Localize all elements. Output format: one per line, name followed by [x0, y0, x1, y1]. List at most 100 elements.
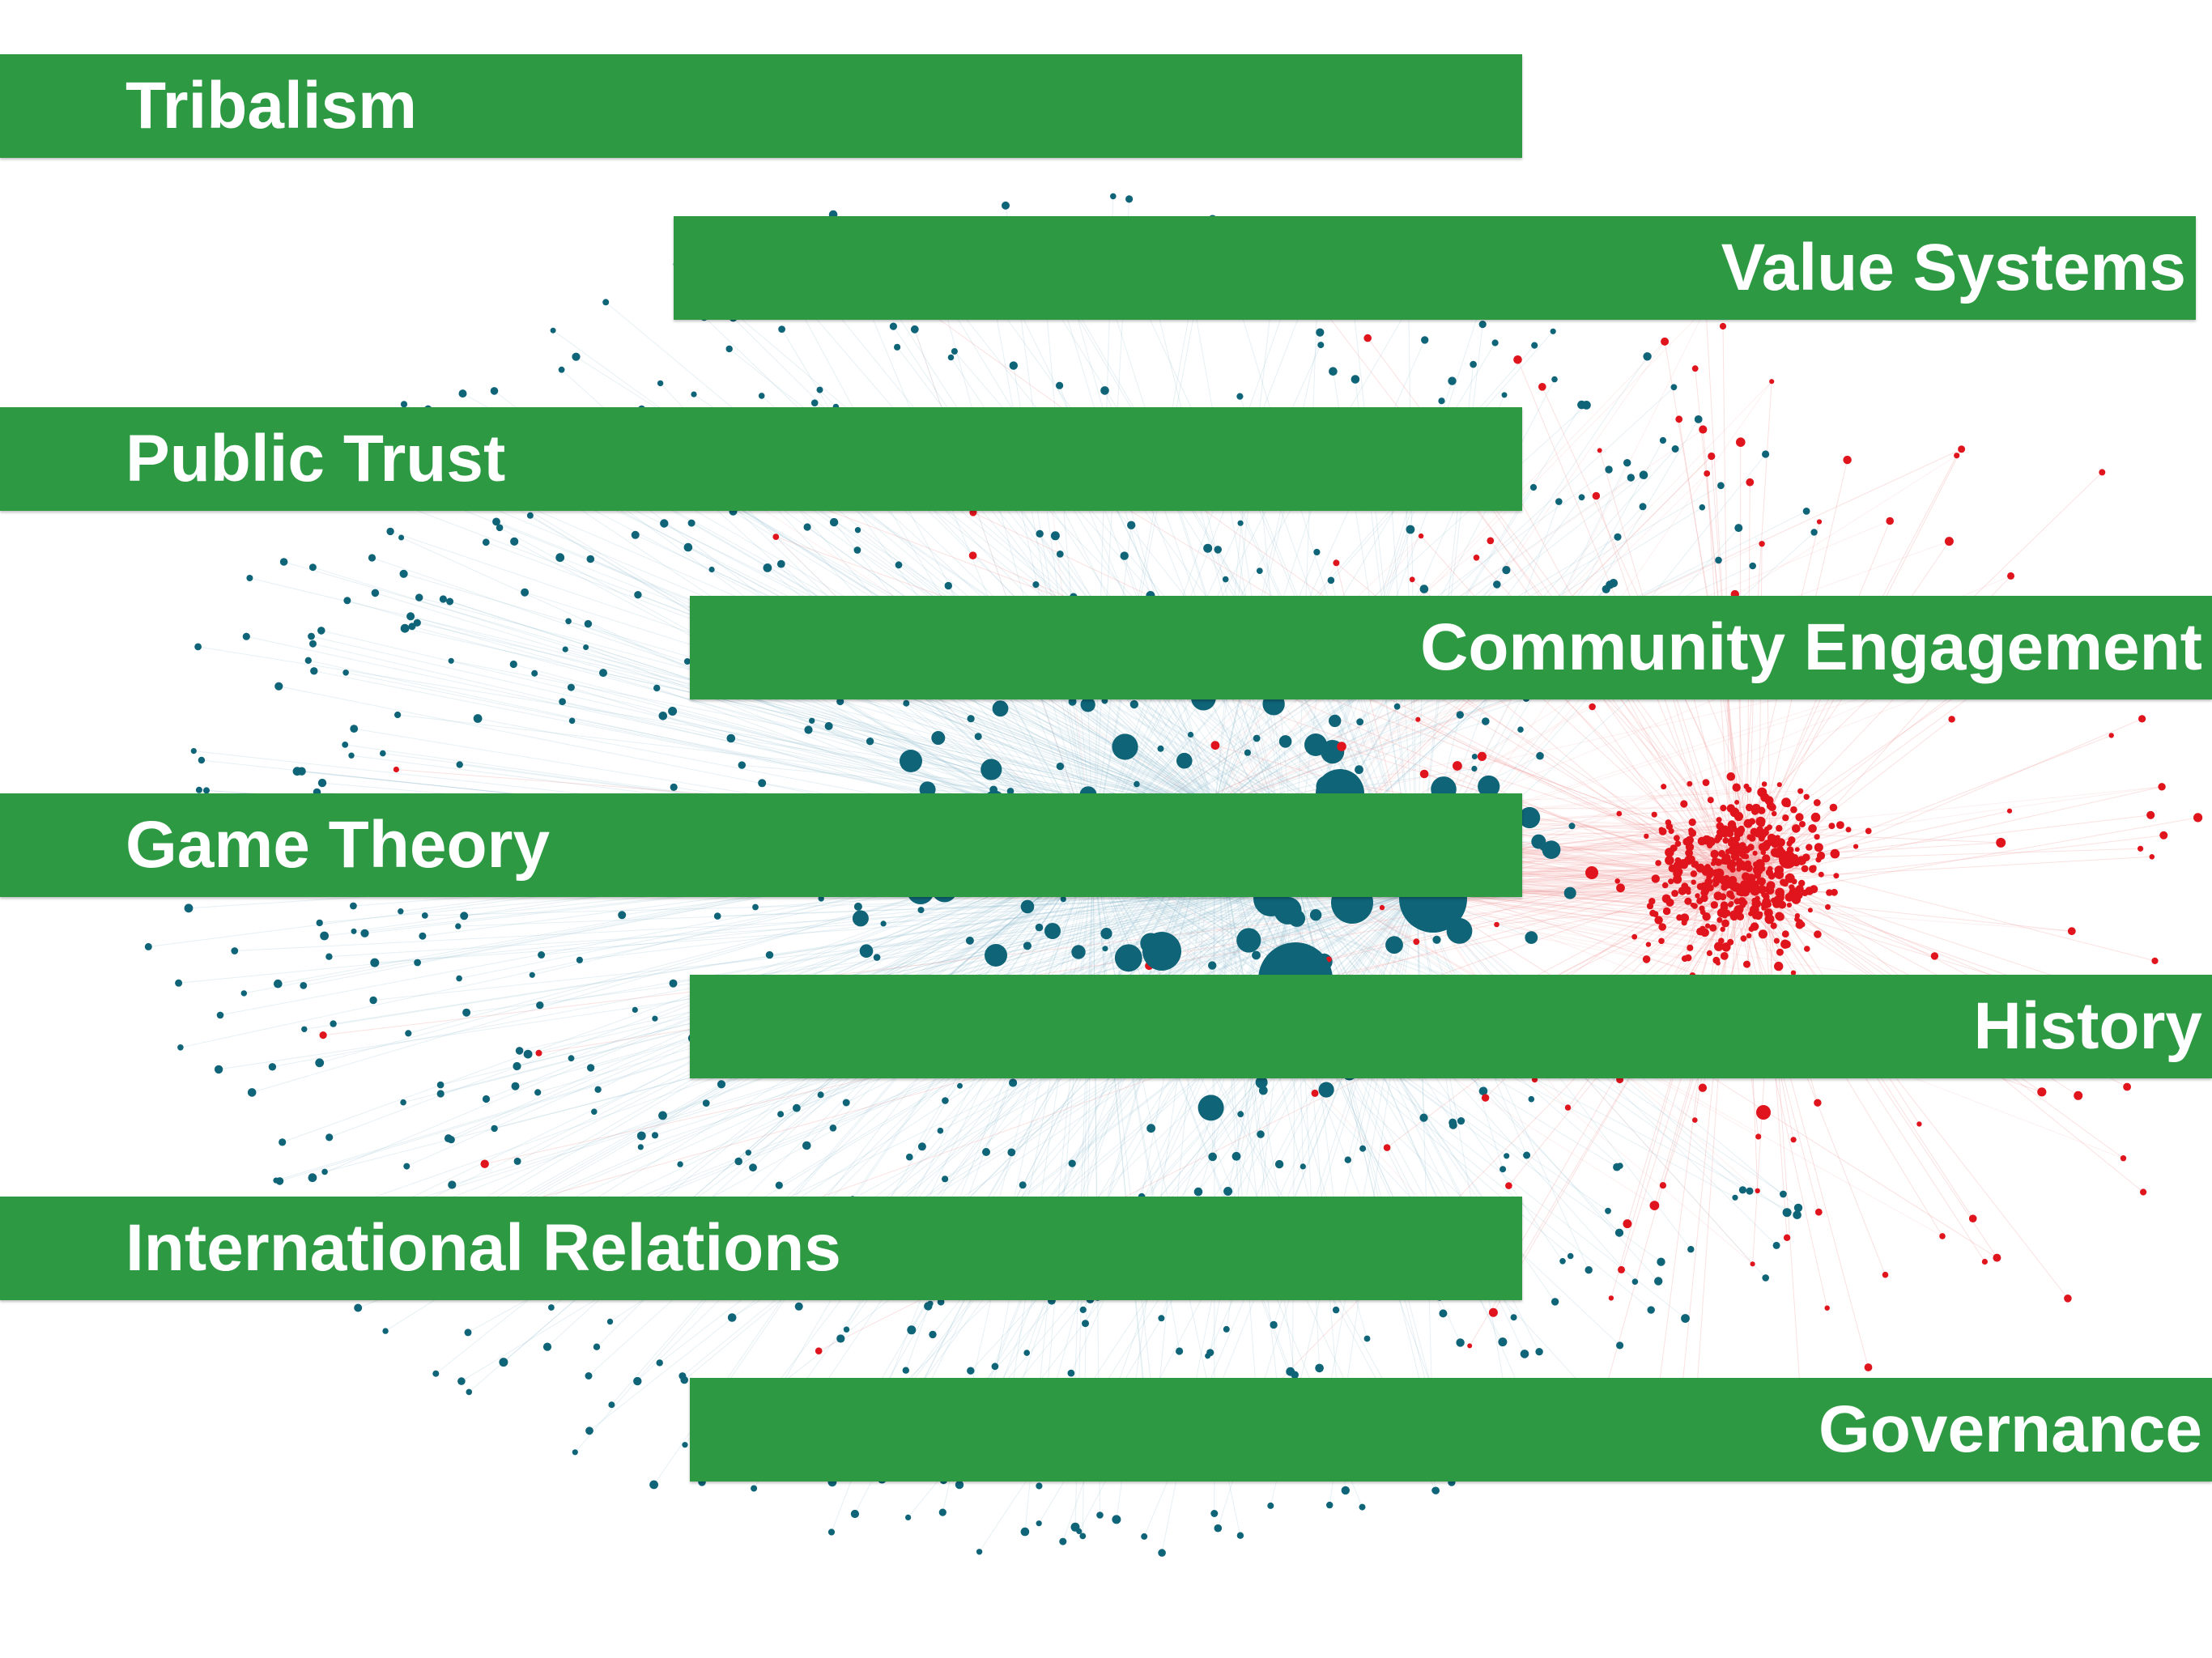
red-node: [1680, 800, 1688, 808]
red-node: [1716, 916, 1723, 923]
red-node: [1746, 478, 1755, 487]
teal-node: [371, 589, 380, 597]
teal-node: [1535, 1348, 1543, 1356]
label-public-trust: Public Trust: [125, 422, 506, 495]
teal-node: [853, 902, 862, 911]
teal-node: [562, 646, 568, 653]
red-node: [1608, 1295, 1614, 1301]
red-node: [1704, 878, 1713, 886]
red-node: [1713, 836, 1721, 844]
teal-edge: [1092, 849, 1161, 1470]
red-node: [2074, 1090, 2083, 1100]
red-node: [1757, 787, 1767, 797]
red-node: [1790, 806, 1797, 814]
red-node: [1865, 827, 1872, 835]
red-node: [1720, 805, 1727, 812]
red-node: [1708, 452, 1716, 461]
red-node: [1741, 885, 1750, 894]
red-node: [1674, 840, 1682, 847]
red-node: [1671, 890, 1679, 897]
teal-node: [1068, 1159, 1076, 1167]
red-node: [1418, 533, 1424, 539]
red-edge: [1684, 858, 1716, 887]
teal-edge: [778, 809, 1215, 1418]
teal-node: [955, 1480, 964, 1490]
red-node: [1770, 922, 1777, 929]
red-node: [1648, 898, 1656, 905]
red-edge: [1695, 888, 1732, 1402]
teal-node: [1059, 1537, 1067, 1545]
red-node: [1784, 892, 1794, 902]
red-edge: [1729, 718, 2142, 897]
teal-node: [458, 389, 467, 398]
teal-node: [413, 619, 421, 627]
teal-node: [751, 1485, 758, 1492]
red-node: [1799, 821, 1806, 827]
red-node: [1801, 865, 1809, 873]
red-node: [1752, 880, 1759, 887]
red-node: [1673, 869, 1682, 878]
teal-node: [1067, 1369, 1075, 1377]
red-node: [1778, 891, 1784, 899]
red-node: [1665, 819, 1672, 826]
teal-edge: [589, 874, 1296, 1431]
red-node: [1691, 862, 1696, 868]
teal-node: [992, 700, 1009, 717]
teal-node: [1419, 585, 1429, 593]
red-node: [1665, 848, 1674, 857]
red-node: [1589, 703, 1596, 711]
teal-edge: [1214, 809, 1261, 1448]
teal-node: [462, 1008, 471, 1017]
teal-node: [1502, 566, 1511, 575]
teal-node: [198, 756, 206, 764]
red-node: [1750, 807, 1759, 815]
teal-edge: [1017, 307, 1296, 875]
teal-node: [398, 534, 405, 541]
teal-node: [1036, 1520, 1042, 1527]
teal-node: [343, 597, 351, 605]
teal-edge: [528, 874, 1296, 1055]
teal-edge: [1099, 890, 1418, 1393]
teal-node: [906, 1153, 913, 1161]
teal-node: [310, 667, 318, 675]
red-node: [1742, 862, 1750, 870]
teal-node: [1020, 899, 1035, 914]
teal-node: [394, 711, 402, 719]
teal-node: [1810, 529, 1818, 536]
teal-node: [1252, 950, 1261, 960]
teal-node: [325, 1133, 334, 1141]
teal-node: [1421, 336, 1429, 344]
teal-node: [279, 558, 288, 566]
red-node: [1795, 885, 1804, 893]
red-node: [1784, 801, 1791, 808]
teal-node: [1007, 1148, 1016, 1157]
teal-node: [1102, 946, 1108, 952]
teal-edge: [282, 849, 1094, 1143]
teal-node: [632, 1006, 638, 1013]
teal-node: [1493, 580, 1501, 589]
red-node: [1722, 879, 1733, 889]
teal-node: [652, 1015, 658, 1022]
teal-node: [817, 1091, 824, 1099]
red-node: [1771, 835, 1777, 840]
teal-edge: [734, 849, 1094, 1465]
teal-node: [683, 658, 691, 665]
red-edge: [1742, 865, 1806, 869]
teal-node: [1670, 384, 1678, 391]
teal-edge: [198, 646, 1215, 810]
teal-node: [492, 517, 500, 526]
teal-node: [758, 393, 765, 399]
teal-node: [1023, 1350, 1030, 1356]
teal-node: [653, 684, 661, 692]
red-node: [1681, 920, 1687, 926]
teal-node: [917, 1142, 926, 1151]
teal-node: [931, 731, 946, 745]
teal-node: [1236, 1532, 1244, 1539]
teal-node: [1316, 328, 1325, 337]
teal-edge: [519, 874, 1296, 1052]
teal-node: [300, 982, 308, 989]
teal-node: [1616, 1341, 1624, 1350]
red-node: [1814, 834, 1820, 840]
teal-node: [368, 554, 376, 562]
red-node: [1756, 868, 1763, 874]
